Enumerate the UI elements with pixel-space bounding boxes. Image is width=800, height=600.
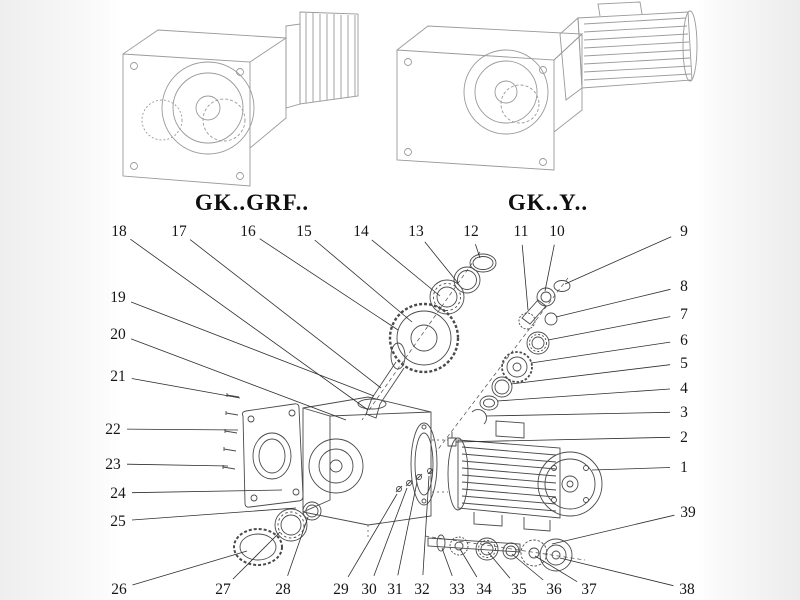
part-number-30: 30 xyxy=(361,581,377,598)
part-number-19: 19 xyxy=(110,289,126,306)
leader-line-35 xyxy=(487,551,511,579)
part-number-23: 23 xyxy=(105,456,121,473)
part-number-36: 36 xyxy=(546,581,562,598)
assembly-axis-lines xyxy=(361,251,586,561)
leader-line-23 xyxy=(126,463,229,467)
leader-line-8 xyxy=(555,288,671,318)
leader-line-20 xyxy=(130,338,347,421)
leader-line-18 xyxy=(130,238,369,411)
leader-line-17 xyxy=(189,239,382,389)
leader-line-11 xyxy=(521,244,529,311)
part-number-39: 39 xyxy=(680,504,696,521)
leader-line-10 xyxy=(544,244,555,292)
leader-line-15 xyxy=(314,239,413,323)
part-number-20: 20 xyxy=(110,326,126,343)
model-label-y: GK..Y.. xyxy=(507,190,589,215)
part-number-29: 29 xyxy=(333,581,349,598)
leader-line-9 xyxy=(564,236,672,285)
leader-line-39 xyxy=(551,514,675,545)
part-number-8: 8 xyxy=(680,278,688,295)
leader-line-37 xyxy=(534,555,578,583)
part-number-11: 11 xyxy=(514,223,529,240)
leader-line-24 xyxy=(131,489,283,494)
leader-line-7 xyxy=(547,316,671,341)
leader-line-38 xyxy=(559,557,674,587)
part-number-38: 38 xyxy=(679,581,695,598)
leader-line-12 xyxy=(475,244,481,259)
part-number-13: 13 xyxy=(408,223,424,240)
exploded-view-drawing xyxy=(222,251,603,572)
part-number-35: 35 xyxy=(511,581,527,598)
part-number-3: 3 xyxy=(680,404,688,421)
part-number-15: 15 xyxy=(296,223,312,240)
part-number-9: 9 xyxy=(680,223,688,240)
part-number-12: 12 xyxy=(463,223,479,240)
leader-line-16 xyxy=(259,238,399,331)
part-number-22: 22 xyxy=(105,421,121,438)
part-number-31: 31 xyxy=(387,581,403,598)
part-number-37: 37 xyxy=(581,581,597,598)
leader-line-21 xyxy=(131,378,241,399)
part-number-2: 2 xyxy=(680,429,688,446)
leader-line-31 xyxy=(397,481,418,576)
part-number-27: 27 xyxy=(215,581,231,598)
leader-line-34 xyxy=(459,548,478,578)
part-number-5: 5 xyxy=(680,355,688,372)
leader-line-4 xyxy=(496,388,671,402)
leader-line-14 xyxy=(371,239,441,297)
part-number-6: 6 xyxy=(680,332,688,349)
leader-line-28 xyxy=(287,516,309,576)
part-number-28: 28 xyxy=(275,581,291,598)
leader-line-19 xyxy=(130,301,375,397)
part-number-21: 21 xyxy=(110,368,126,385)
part-number-18: 18 xyxy=(111,223,127,240)
leader-line-6 xyxy=(530,341,671,364)
leader-line-1 xyxy=(591,467,671,471)
part-number-7: 7 xyxy=(680,306,688,323)
leader-line-22 xyxy=(126,428,239,431)
part-number-1: 1 xyxy=(680,459,688,476)
leader-line-33 xyxy=(441,547,453,577)
part-number-24: 24 xyxy=(110,485,126,502)
leader-line-3 xyxy=(485,411,671,417)
leader-line-29 xyxy=(347,493,398,578)
part-number-10: 10 xyxy=(549,223,565,240)
gearbox-assembled-grf-drawing xyxy=(122,11,359,187)
part-number-14: 14 xyxy=(353,223,369,240)
part-number-33: 33 xyxy=(449,581,465,598)
part-number-4: 4 xyxy=(680,380,688,397)
part-number-26: 26 xyxy=(111,581,127,598)
leader-line-30 xyxy=(373,487,408,577)
leader-line-32 xyxy=(422,475,430,576)
part-number-34: 34 xyxy=(476,581,492,598)
part-number-17: 17 xyxy=(171,223,187,240)
gearbox-assembled-y-drawing xyxy=(396,1,698,171)
leader-line-5 xyxy=(510,364,671,385)
leader-line-2 xyxy=(455,436,671,443)
leader-line-26 xyxy=(132,550,248,586)
part-number-32: 32 xyxy=(414,581,430,598)
part-number-25: 25 xyxy=(110,513,126,530)
leader-line-27 xyxy=(232,531,281,580)
leader-line-25 xyxy=(131,507,297,521)
model-label-grf: GK..GRF.. xyxy=(194,190,310,215)
leader-line-36 xyxy=(511,553,544,581)
leader-line-13 xyxy=(424,241,459,284)
part-number-16: 16 xyxy=(240,223,256,240)
